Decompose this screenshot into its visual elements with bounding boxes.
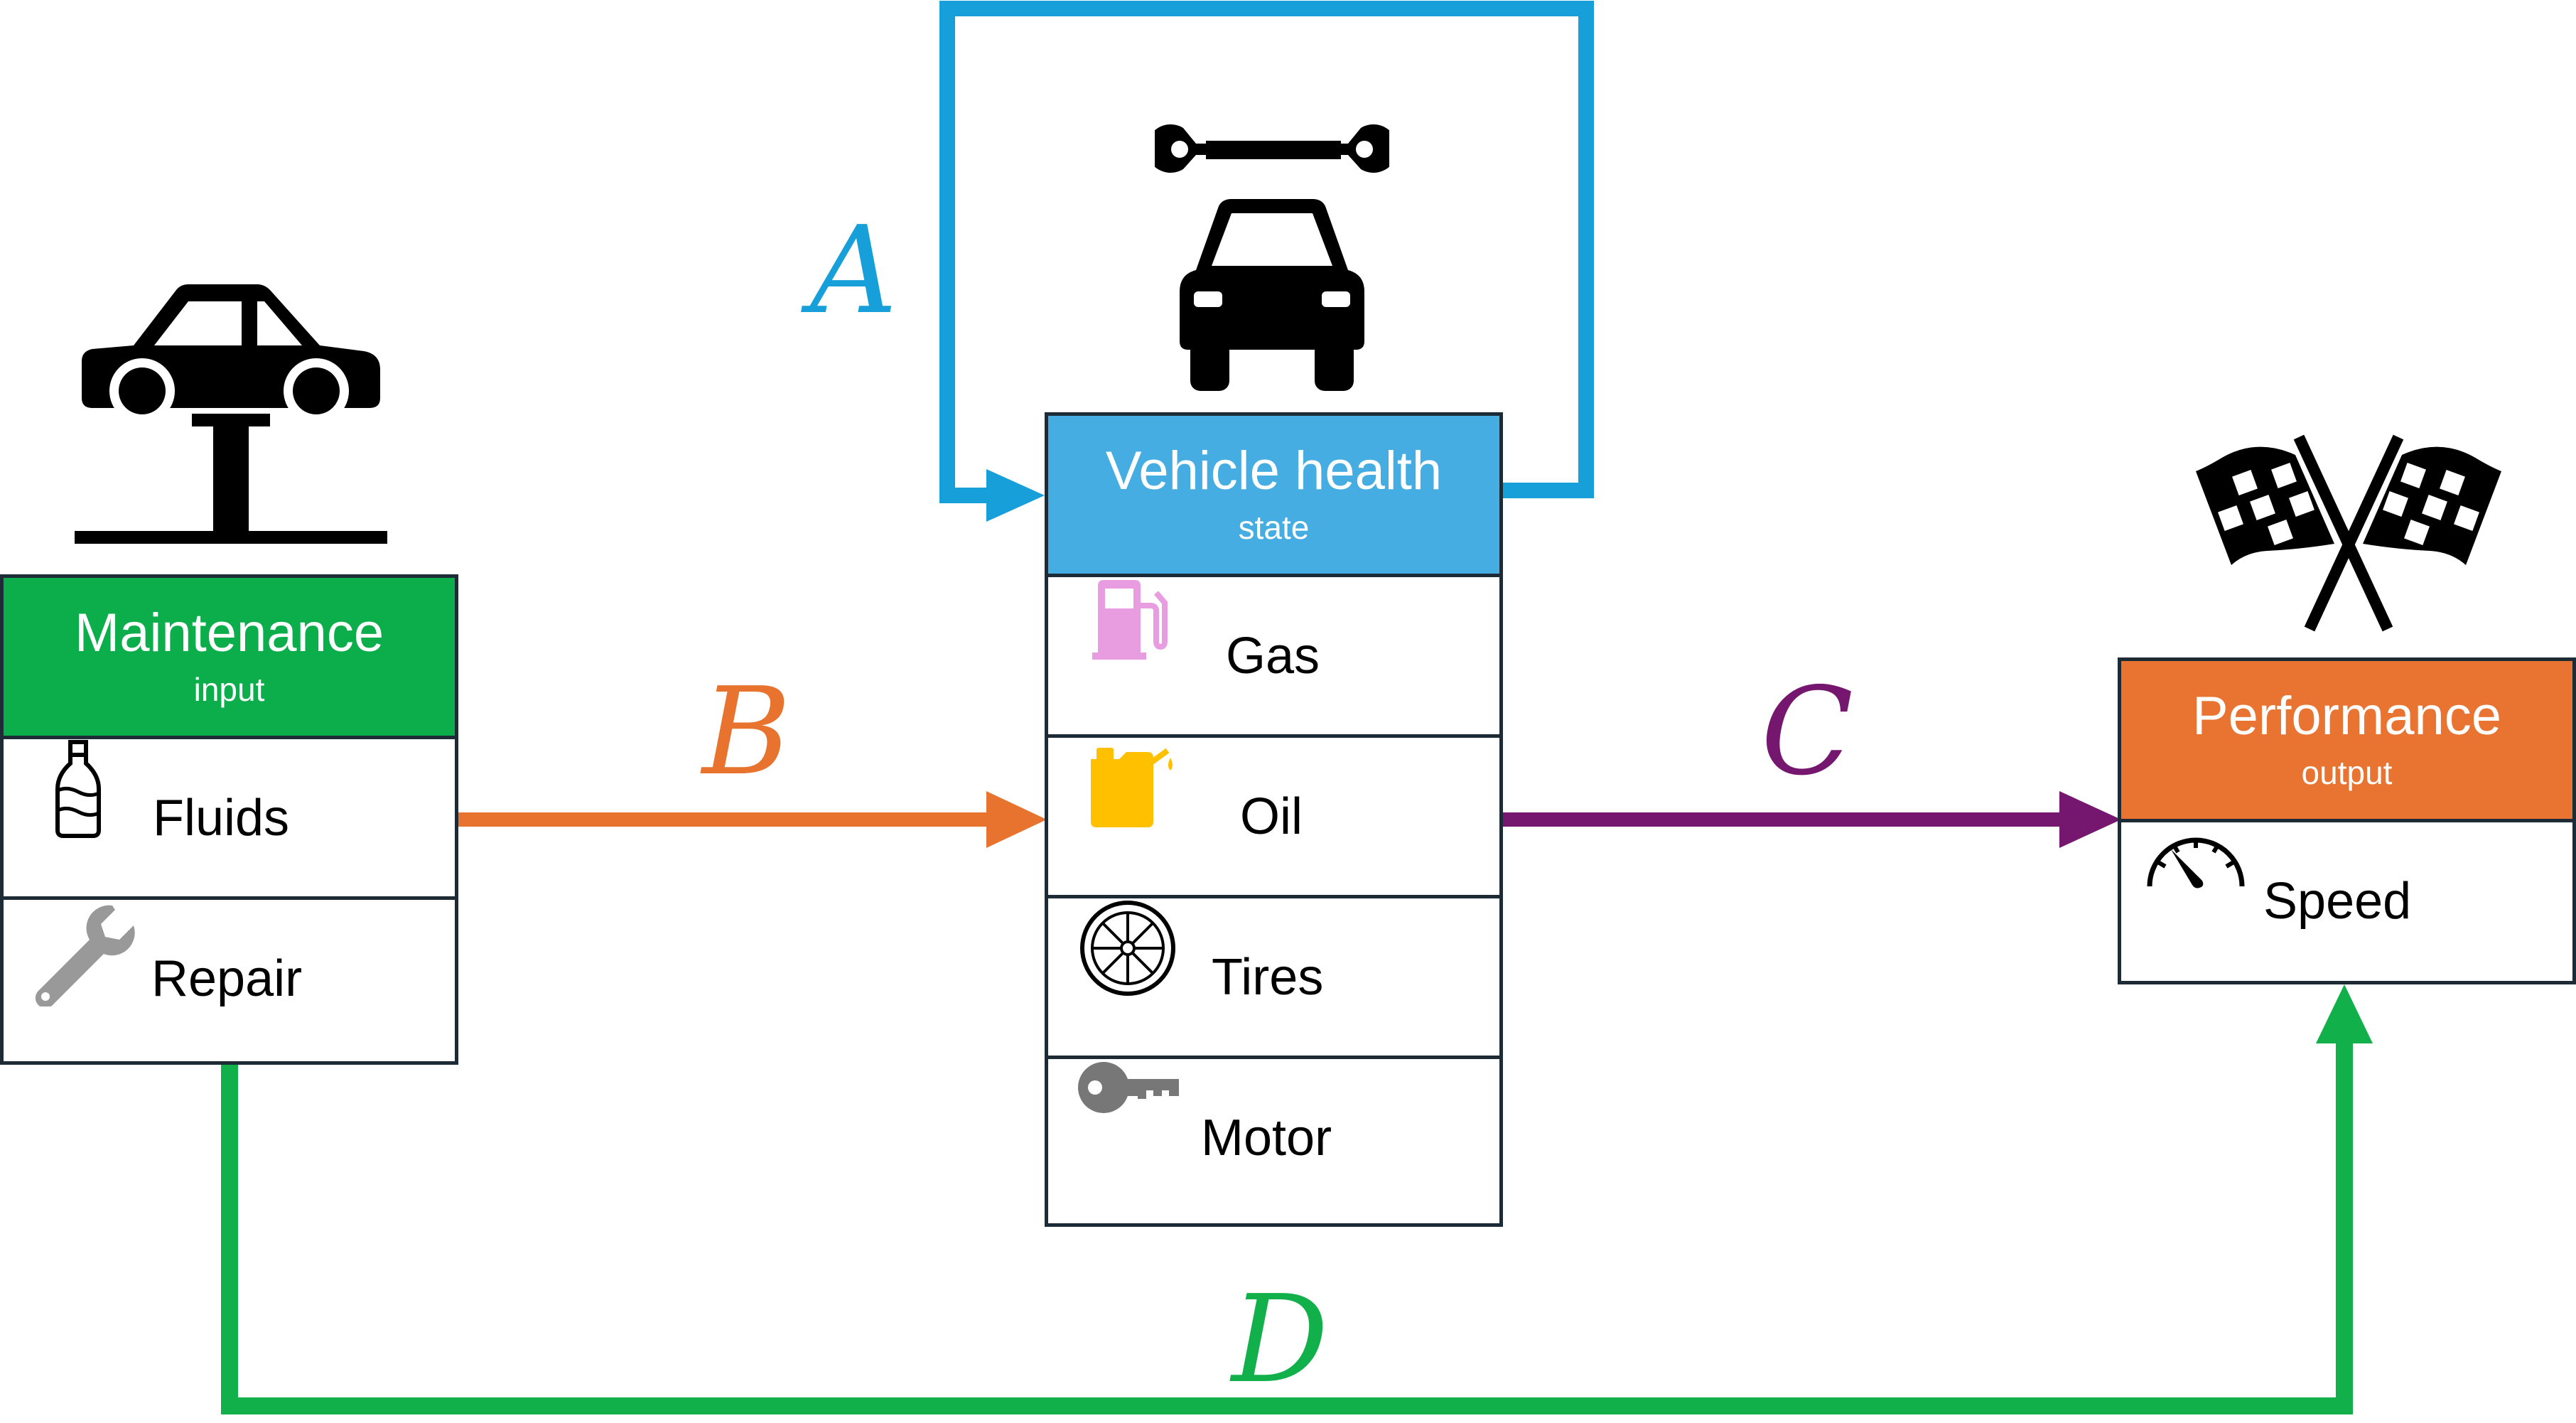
performance-box: Performance output Speed: [2118, 657, 2576, 984]
arrow-d-head: [2316, 984, 2373, 1043]
arrow-b-head: [986, 791, 1047, 848]
list-item-tires: Tires: [1048, 895, 1499, 1056]
arrow-a-head: [986, 469, 1045, 522]
speed-label: Speed: [2263, 872, 2412, 930]
vehicle-health-subtitle: state: [1238, 509, 1310, 546]
label-d: D: [1232, 1269, 1329, 1410]
maintenance-box: Maintenance input Fluids Repair: [0, 574, 458, 1065]
maintenance-subtitle: input: [193, 671, 265, 708]
performance-title: Performance: [2192, 686, 2502, 746]
car-lift-icon: [75, 284, 387, 544]
motor-label: Motor: [1201, 1109, 1332, 1166]
tires-label: Tires: [1212, 948, 1324, 1006]
label-a: A: [810, 200, 898, 341]
arrow-a: [939, 1, 1594, 503]
repair-label: Repair: [151, 950, 303, 1007]
maintenance-title: Maintenance: [74, 603, 384, 663]
fluids-label: Fluids: [153, 789, 290, 847]
car-service-icon: [1155, 124, 1389, 391]
arrow-c-head: [2059, 791, 2121, 848]
label-c: C: [1761, 662, 1854, 802]
list-item-repair: Repair: [4, 896, 455, 1057]
vehicle-health-box: Vehicle health state Gas Oil: [1045, 412, 1503, 1227]
gas-label: Gas: [1226, 627, 1320, 684]
vehicle-health-title: Vehicle health: [1105, 441, 1443, 501]
arrow-d: [221, 1038, 2353, 1414]
maintenance-header: Maintenance input: [4, 578, 455, 736]
list-item-gas: Gas: [1048, 574, 1499, 734]
list-item-speed: Speed: [2121, 819, 2572, 979]
list-item-oil: Oil: [1048, 734, 1499, 895]
vehicle-health-header: Vehicle health state: [1048, 416, 1499, 574]
label-b: B: [702, 662, 791, 802]
oil-label: Oil: [1240, 788, 1303, 845]
performance-header: Performance output: [2121, 661, 2572, 819]
checkered-flags-icon: [2196, 434, 2501, 632]
list-item-fluids: Fluids: [4, 736, 455, 896]
performance-subtitle: output: [2301, 754, 2393, 791]
list-item-motor: Motor: [1048, 1056, 1499, 1216]
